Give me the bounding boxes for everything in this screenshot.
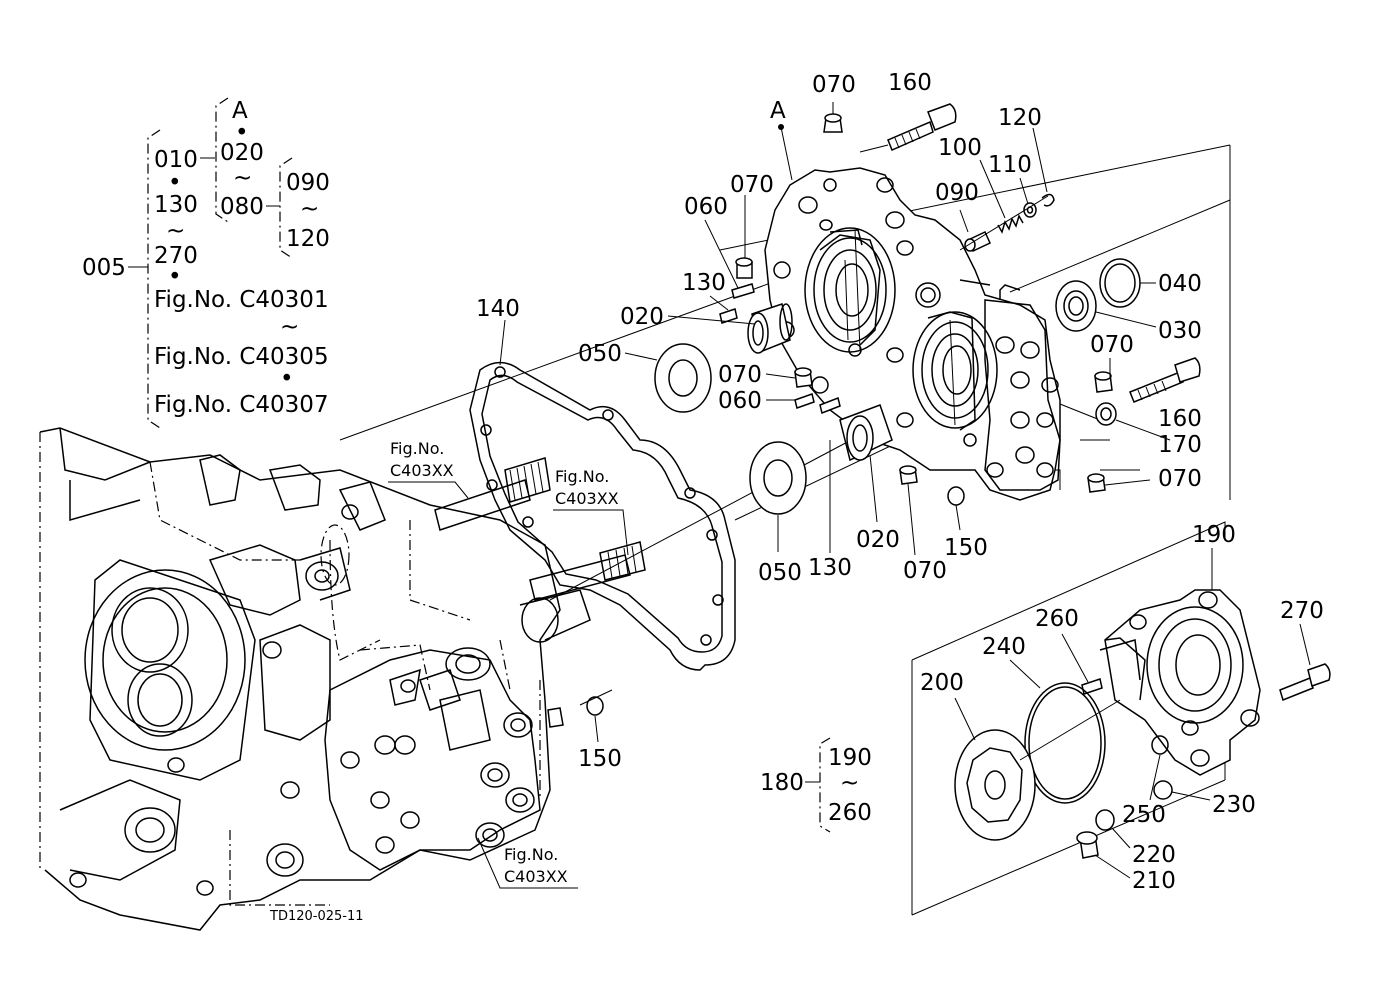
callout-120: 120 [998,105,1042,131]
sub-legend-to: 260 [828,800,872,826]
legend-fig-3: Fig.No. C40307 [154,392,329,418]
legend-tilde: ~ [300,196,319,222]
callout-070-a: 070 [730,172,774,198]
o-ring-150-lower [586,696,604,716]
sub-legend-from: 190 [828,745,872,771]
legend-root: 005 [82,255,126,281]
callout-leaders [499,127,1311,879]
callout-110: 110 [988,152,1032,178]
legend-dot: • [168,170,182,196]
callout-150-a: 150 [944,535,988,561]
callout-240: 240 [982,634,1026,660]
callout-070-top: 070 [812,72,856,98]
callout-020-a: 020 [620,304,664,330]
callout-030: 030 [1158,318,1202,344]
callout-200: 200 [920,670,964,696]
legend-tilde: ~ [233,165,252,191]
legend-dot: • [235,120,249,146]
assembly-legend: 005 010 • 130 ~ 270 • Fig.No. C40301 ~ F… [82,97,330,429]
legend-120: 120 [286,226,330,252]
callout-160-top: 160 [888,70,932,96]
fig-ref-3-label: Fig.No. [504,845,558,864]
sub-legend-root: 180 [760,770,804,796]
callout-140: 140 [476,296,520,322]
fig-ref-1-code: C403XX [390,461,454,480]
callout-070-e: 070 [903,558,947,584]
callout-070-c: 070 [1090,332,1134,358]
callout-050-a: 050 [578,341,622,367]
callout-060-a: 060 [684,194,728,220]
callout-220: 220 [1132,842,1176,868]
figure-references: Fig.No. C403XX Fig.No. C403XX Fig.No. C4… [388,439,629,889]
legend-010: 010 [154,147,198,173]
small-parts-upper [654,102,1201,515]
callout-020-b: 020 [856,527,900,553]
callout-070-b: 070 [718,362,762,388]
callout-250: 250 [1122,802,1166,828]
legend-fig-2: Fig.No. C40305 [154,344,329,370]
callout-130-b: 130 [808,555,852,581]
callout-090: 090 [935,180,979,206]
callout-100: 100 [938,135,982,161]
legend-130: 130 [154,192,198,218]
legend-020: 020 [220,140,264,166]
callout-170: 170 [1158,432,1202,458]
transmission-housing [39,427,646,931]
legend-fig-1: Fig.No. C40301 [154,287,329,313]
callout-160-b: 160 [1158,406,1202,432]
sub-assembly-legend: 180 190 ~ 260 [760,737,872,833]
callout-260: 260 [1035,606,1079,632]
legend-090: 090 [286,170,330,196]
drawing-code: TD120-025-11 [269,909,364,924]
legend-270: 270 [154,243,198,269]
callout-070-d: 070 [1158,466,1202,492]
ref-point-a: A [770,98,786,124]
callout-190: 190 [1192,522,1236,548]
callout-050-b: 050 [758,560,802,586]
fig-ref-1-label: Fig.No. [390,439,444,458]
legend-tilde: ~ [166,218,185,244]
gasket-140 [469,361,736,671]
callout-270: 270 [1280,598,1324,624]
legend-tilde: ~ [280,314,299,340]
oil-pump-subassembly [911,521,1331,916]
callout-130-a: 130 [682,270,726,296]
fig-ref-2-label: Fig.No. [555,467,609,486]
callout-210: 210 [1132,868,1176,894]
fig-ref-3-code: C403XX [504,867,568,886]
callout-040: 040 [1158,271,1202,297]
legend-080: 080 [220,194,264,220]
callout-230: 230 [1212,792,1256,818]
callout-060-b: 060 [718,388,762,414]
pump-housing [764,124,1061,501]
callout-150-b: 150 [578,746,622,772]
fig-ref-2-code: C403XX [555,489,619,508]
legend-tilde: ~ [840,770,859,796]
legend-dot: • [280,366,294,392]
legend-ref-a: A [232,98,248,124]
callouts: 070 160 120 100 110 070 090 060 130 020 … [476,70,1324,894]
legend-dot: • [168,264,182,290]
